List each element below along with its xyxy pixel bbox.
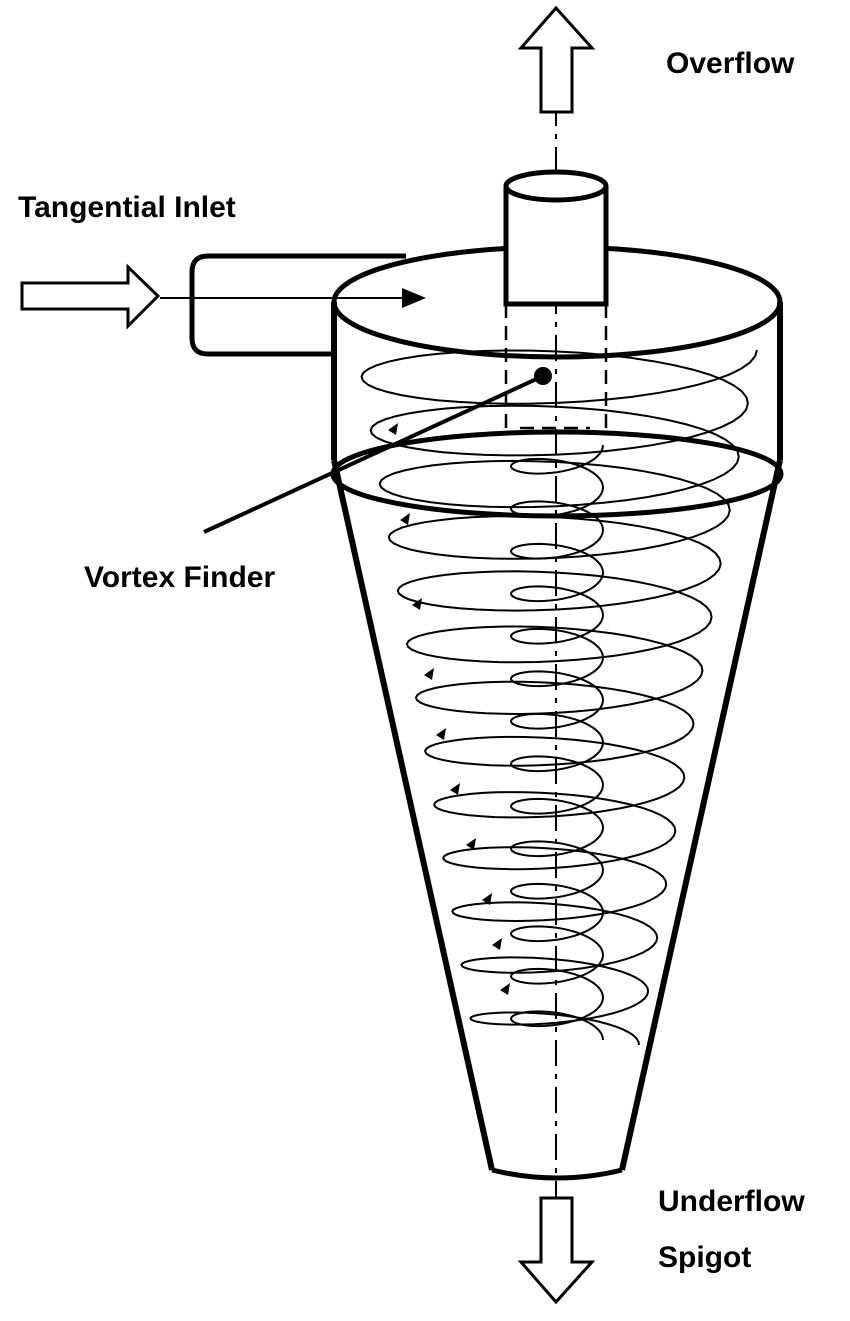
- overflow-label: Overflow: [666, 47, 795, 80]
- inlet-arrow: [20, 263, 161, 330]
- inner-spiral-path: [509, 444, 605, 1041]
- vortex-finder-pipe: [503, 186, 609, 307]
- tangential-inlet-label: Tangential Inlet: [18, 191, 236, 224]
- outer-spiral-path: [360, 349, 758, 1046]
- flow-direction-arrowhead: [412, 598, 422, 610]
- flow-direction-arrowhead: [436, 728, 446, 740]
- outer-vortex-spiral: [360, 349, 758, 1046]
- flow-direction-arrowhead: [400, 513, 410, 525]
- underflow-arrow: [517, 1196, 596, 1305]
- cylinder-body: [331, 302, 783, 460]
- overflow-arrow: [517, 5, 596, 114]
- vortex-finder-leader: [203, 374, 544, 534]
- underflow-label: Underflow: [658, 1185, 805, 1218]
- spigot-rim: [491, 1167, 623, 1181]
- flow-direction-arrowhead: [482, 893, 492, 905]
- vortex-finder-pointer-dot: [534, 367, 552, 385]
- flow-direction-arrowhead: [492, 938, 502, 950]
- flow-direction-arrowhead: [388, 423, 398, 435]
- spigot-label: Spigot: [658, 1241, 752, 1274]
- vortex-finder-top: [503, 169, 609, 203]
- vortex-finder-label: Vortex Finder: [84, 561, 276, 594]
- flow-direction-arrowhead: [450, 783, 460, 795]
- flow-direction-arrowhead: [500, 983, 510, 995]
- flow-direction-arrowhead: [424, 668, 434, 680]
- cone-body: [331, 459, 783, 1171]
- flow-direction-arrowhead: [466, 838, 476, 850]
- vortex-finder-hidden: [504, 304, 608, 430]
- inner-vortex-spiral: [509, 444, 605, 1041]
